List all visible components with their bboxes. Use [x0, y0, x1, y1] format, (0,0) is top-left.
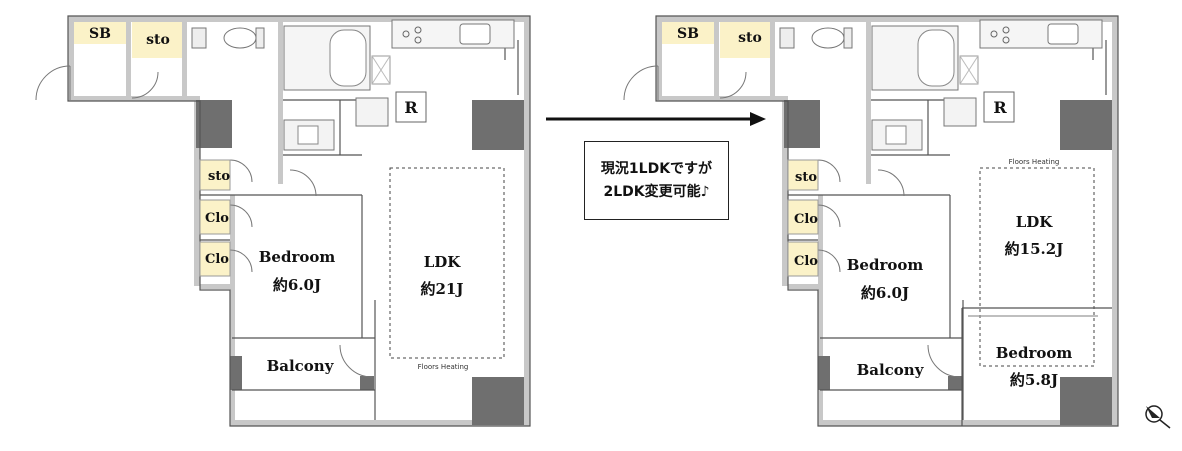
- left-sto-label: sto: [208, 169, 230, 184]
- left-floor-heating-area: [389, 167, 505, 359]
- right-ldk-name: LDK: [1016, 213, 1054, 231]
- left-clo-2-label: Clo: [205, 252, 229, 267]
- right-balcony-label: Balcony: [857, 361, 925, 379]
- right-bedroom1-name: Bedroom: [847, 256, 924, 274]
- left-bedroom-name: Bedroom: [259, 248, 336, 266]
- left-sb-label: SB: [89, 26, 111, 42]
- north-compass-icon: [1145, 405, 1171, 429]
- right-sb-label: SB: [677, 26, 699, 42]
- note-line-2: 2LDK変更可能♪: [603, 183, 710, 200]
- right-sto-label: sto: [795, 170, 817, 185]
- left-refrigerator-label: R: [404, 98, 418, 117]
- note-line-1: 現況1LDKですが: [600, 160, 713, 177]
- left-ldk-name: LDK: [424, 253, 462, 271]
- right-sto-top-label: sto: [738, 30, 762, 46]
- right-clo-1-label: Clo: [794, 212, 818, 227]
- left-sto-top-label: sto: [146, 32, 170, 48]
- arrow-right-icon: [546, 112, 766, 126]
- left-bedroom-size: 約6.0J: [273, 276, 321, 294]
- right-bedroom1-size: 約6.0J: [861, 284, 909, 302]
- right-floor-heating-label: Floors Heating: [1009, 158, 1060, 166]
- layout-change-note: 現況1LDKですが 2LDK変更可能♪: [584, 141, 729, 220]
- right-clo-2-label: Clo: [794, 254, 818, 269]
- left-ldk-size: 約21J: [421, 280, 464, 298]
- right-refrigerator-label: R: [993, 98, 1007, 117]
- right-bedroom2-size: 約5.8J: [1010, 371, 1058, 389]
- right-floor-heating-area: [979, 167, 1095, 367]
- left-floor-heating-label: Floors Heating: [418, 363, 469, 371]
- right-bedroom2-name: Bedroom: [996, 344, 1073, 362]
- left-balcony-label: Balcony: [267, 357, 335, 375]
- right-ldk-size: 約15.2J: [1005, 240, 1064, 258]
- left-clo-1-label: Clo: [205, 211, 229, 226]
